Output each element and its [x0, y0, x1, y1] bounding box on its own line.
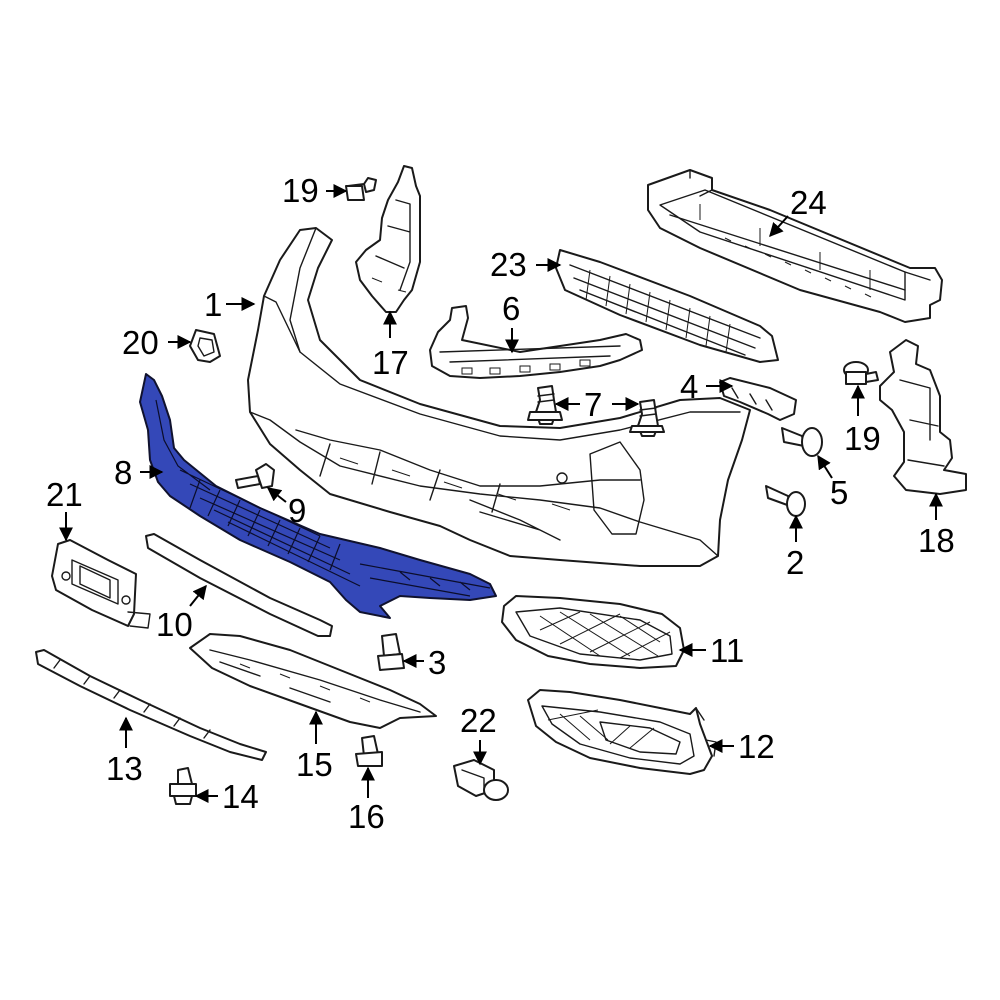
callout-6: 6 — [502, 290, 520, 327]
part-9-bolt — [235, 463, 275, 489]
part-12-fog-bezel — [527, 689, 717, 775]
part-16-clip — [355, 735, 383, 767]
part-18-side-bracket — [879, 339, 967, 495]
callout-7: 7 — [584, 386, 602, 423]
part-5-screw — [781, 427, 823, 457]
callout-23: 23 — [490, 246, 527, 283]
callout-9: 9 — [288, 492, 306, 529]
part-10-molding — [145, 533, 333, 637]
part-19-clip — [345, 177, 377, 201]
part-14-clip — [169, 767, 197, 805]
callout-13: 13 — [106, 750, 143, 787]
part-22-parking-sensor — [453, 759, 509, 801]
callout-19-top: 19 — [282, 172, 319, 209]
part-13-lower-strip — [35, 649, 267, 761]
callout-5: 5 — [830, 474, 848, 511]
part-20-grommet — [189, 329, 221, 363]
part-7-stud — [527, 385, 563, 425]
callout-3: 3 — [428, 644, 446, 681]
part-11-fog-cover — [501, 595, 685, 669]
part-8-grille-highlighted — [139, 373, 497, 619]
part-1-bumper-cover — [247, 227, 751, 567]
part-17-side-bracket — [355, 165, 421, 313]
callout-20: 20 — [122, 324, 159, 361]
callout-24: 24 — [790, 184, 827, 221]
part-24-bumper-reinforcement — [647, 169, 943, 323]
callout-1: 1 — [204, 286, 222, 323]
leader-lines — [59, 184, 943, 803]
part-7-stud — [629, 399, 665, 437]
callout-15: 15 — [296, 746, 333, 783]
callout-19-right: 19 — [844, 420, 881, 457]
part-15-undercover — [189, 633, 437, 729]
callout-18: 18 — [918, 522, 955, 559]
part-21-license-bracket — [51, 539, 151, 629]
callout-4: 4 — [680, 368, 698, 405]
part-6-bracket — [429, 305, 643, 379]
callout-8: 8 — [114, 454, 132, 491]
callout-labels: 1 19 20 17 6 23 24 7 4 5 2 19 18 8 9 21 … — [46, 172, 955, 835]
part-23-lower-grille — [555, 249, 779, 363]
part-2-screw — [765, 485, 806, 517]
callout-22: 22 — [460, 702, 497, 739]
callout-11: 11 — [710, 632, 744, 669]
part-3-clip — [377, 633, 405, 671]
callout-2: 2 — [786, 544, 804, 581]
callout-12: 12 — [738, 728, 775, 765]
callout-21: 21 — [46, 476, 83, 513]
callout-10: 10 — [156, 606, 193, 643]
callout-16: 16 — [348, 798, 385, 835]
callout-17: 17 — [372, 344, 409, 381]
part-19-clip — [843, 361, 879, 385]
callout-14: 14 — [222, 778, 259, 815]
leader-24 — [769, 215, 789, 238]
leader-5 — [817, 454, 833, 479]
leader-9 — [266, 487, 287, 503]
leader-10 — [189, 584, 207, 607]
